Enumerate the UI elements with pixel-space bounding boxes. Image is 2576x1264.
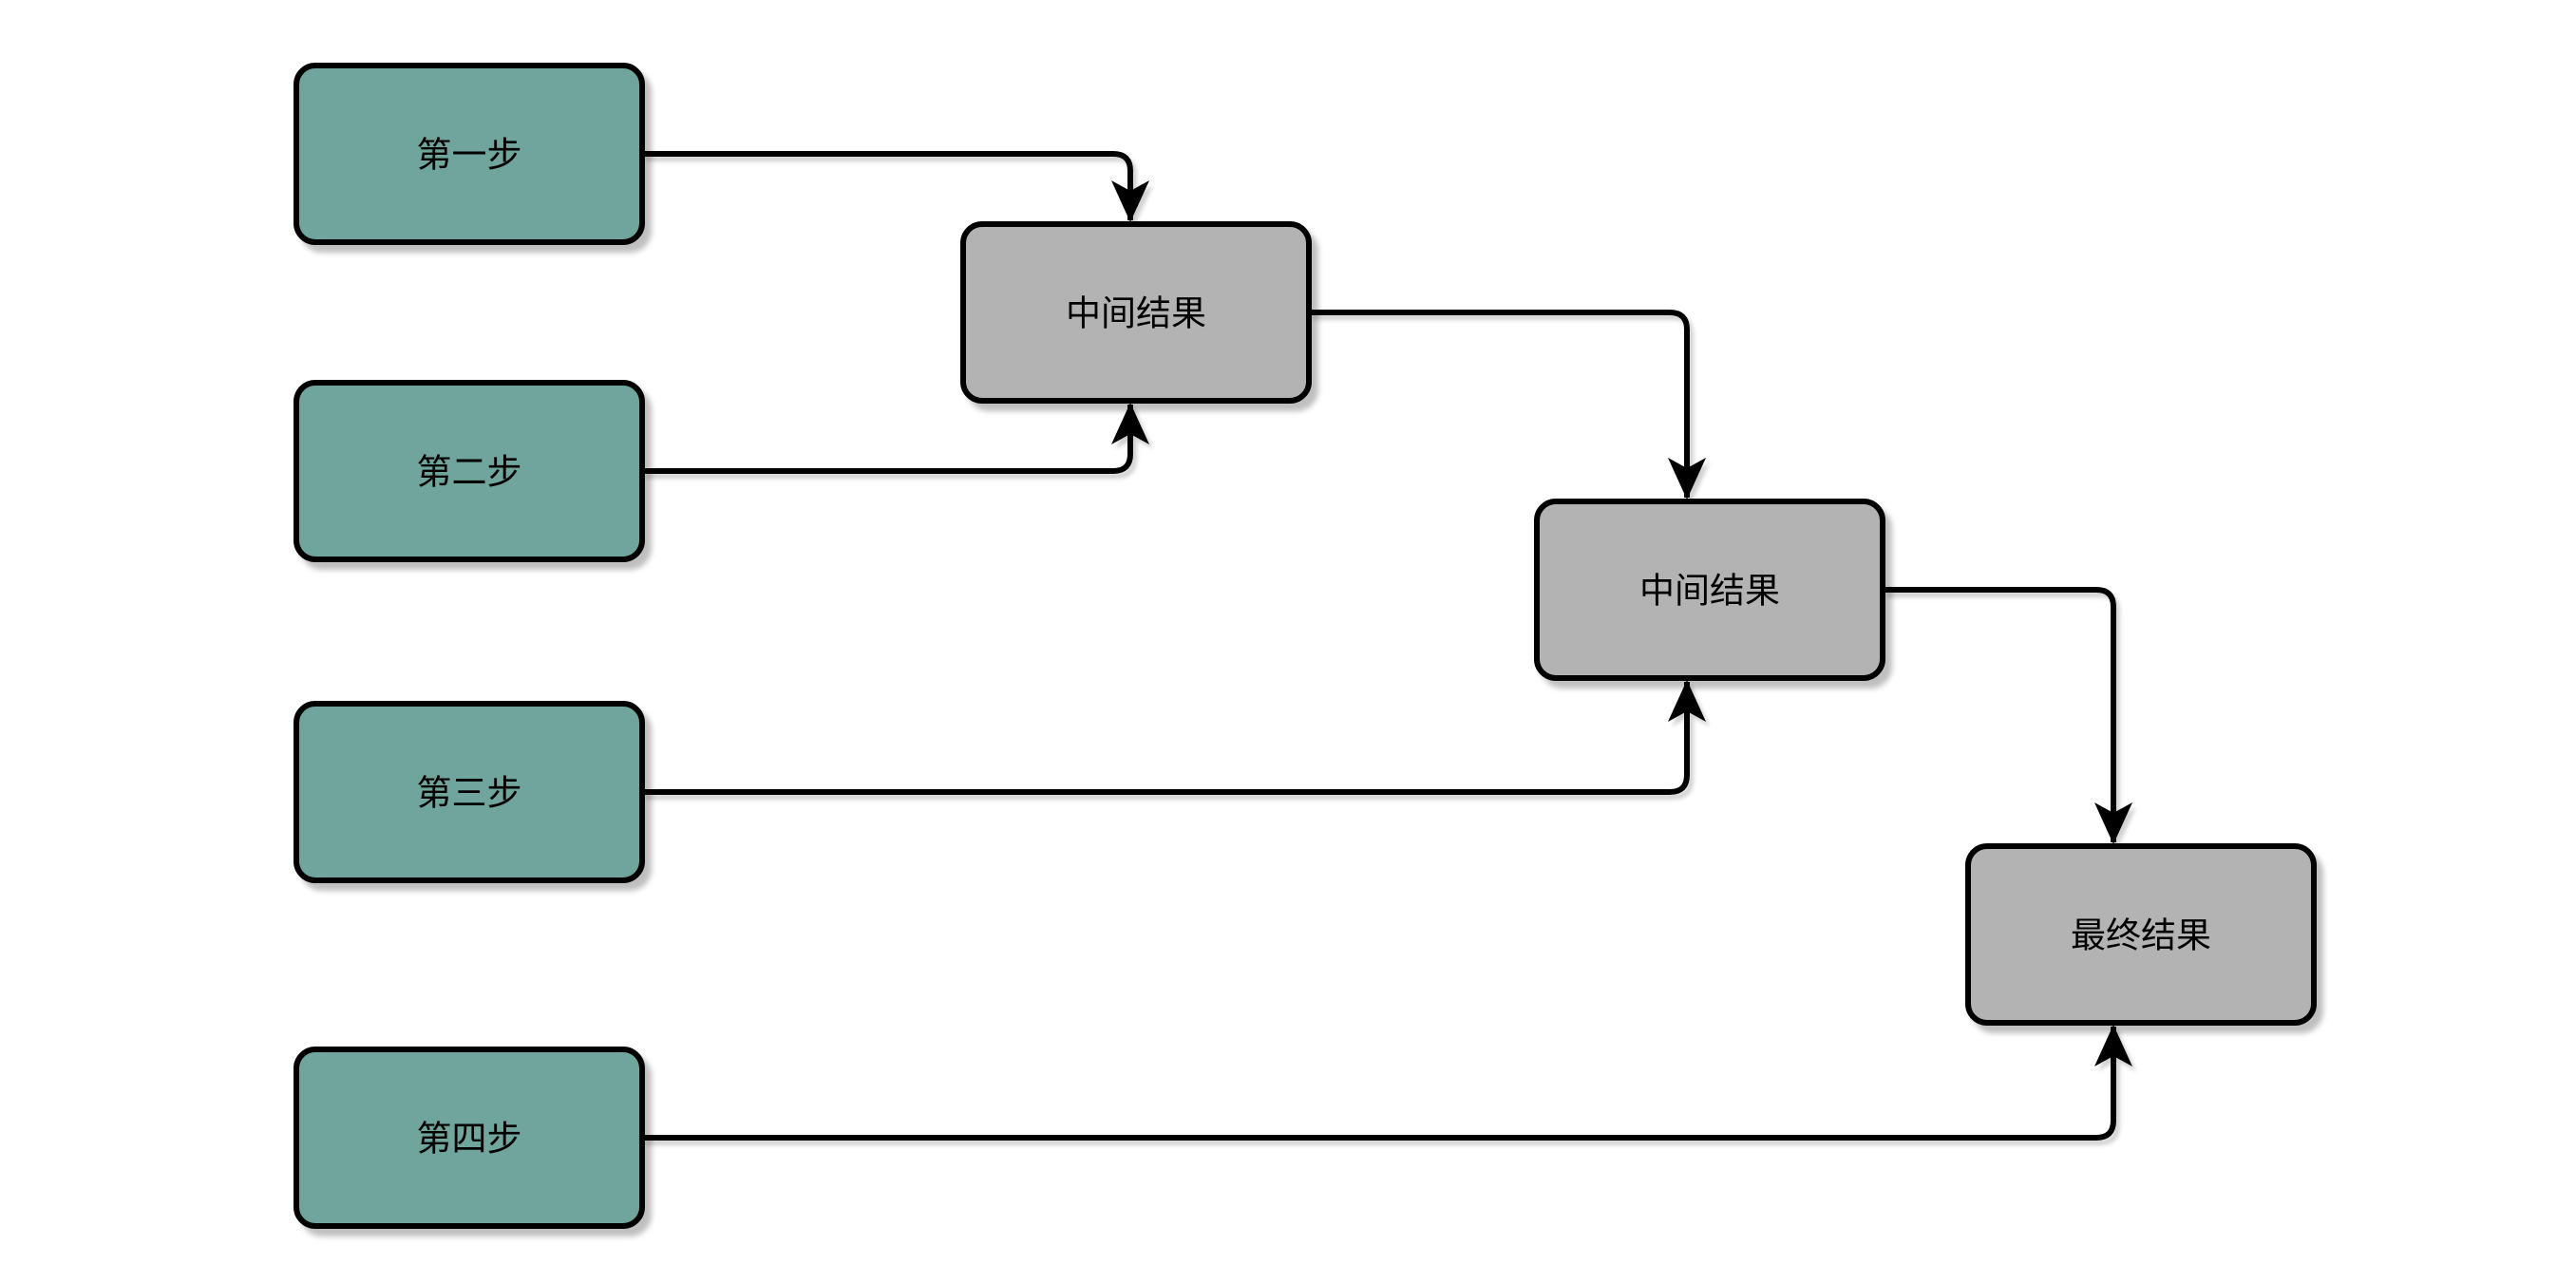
node-intermediate-result-2[interactable]: 中间结果 [1534, 499, 1885, 681]
node-step4-shape[interactable] [294, 1047, 645, 1229]
node-step1-shape[interactable] [294, 63, 645, 245]
edge-step3-to-mid2 [642, 680, 1706, 795]
node-intermediate-result-2-label: 中间结果 [1639, 571, 1780, 612]
edge-mid2-to-final [1883, 587, 2132, 844]
node-step2-shape[interactable] [294, 380, 645, 562]
node-final-result[interactable]: 最终结果 [1965, 843, 2317, 1026]
node-step3-shape[interactable] [294, 701, 645, 883]
node-step1-label: 第一步 [417, 135, 522, 176]
node-step1[interactable]: 第一步 [294, 63, 645, 245]
node-final-result-shape[interactable] [1965, 843, 2317, 1026]
edge-layer [642, 151, 2132, 1141]
edge-mid1-to-mid2 [1309, 310, 1706, 500]
node-intermediate-result-1-label: 中间结果 [1066, 293, 1206, 334]
node-step3[interactable]: 第三步 [294, 701, 645, 883]
edge-step4-to-final [642, 1025, 2132, 1141]
node-step2-label: 第二步 [417, 452, 522, 493]
edge-step1-to-mid1 [642, 151, 1149, 222]
node-step4[interactable]: 第四步 [294, 1047, 645, 1229]
node-intermediate-result-1-shape[interactable] [960, 221, 1312, 404]
node-step2[interactable]: 第二步 [294, 380, 645, 562]
node-intermediate-result-1[interactable]: 中间结果 [960, 221, 1312, 404]
node-intermediate-result-2-shape[interactable] [1534, 499, 1885, 681]
edge-step2-to-mid1 [642, 403, 1149, 474]
node-step3-label: 第三步 [417, 773, 522, 814]
node-step4-label: 第四步 [417, 1119, 522, 1160]
node-final-result-label: 最终结果 [2071, 915, 2211, 956]
